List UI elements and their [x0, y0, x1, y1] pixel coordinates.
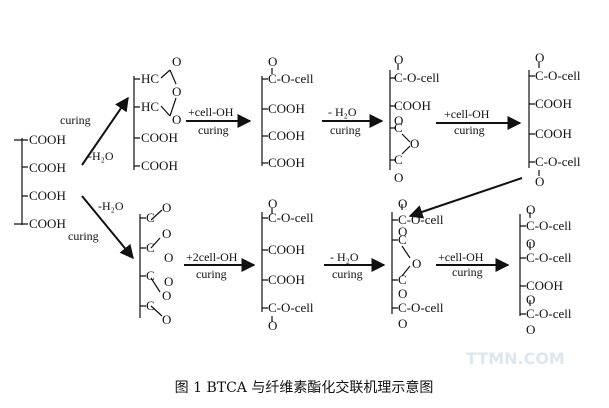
curing-label: curing: [68, 229, 99, 243]
minus-h2o-label: -H₂O: [88, 149, 114, 163]
curing-label: curing: [198, 123, 229, 137]
reaction-arrow: [408, 177, 523, 219]
cooh-group: COOH: [535, 126, 572, 141]
minus-h2o-label: - H₂O: [328, 105, 357, 119]
ester-group: C-O-cell: [535, 68, 581, 83]
carbonyl-carbon: C: [394, 152, 403, 167]
curing-label: curing: [330, 123, 361, 137]
carbonyl-carbon: C: [146, 268, 155, 283]
ester-group: C-O-cell: [535, 154, 581, 169]
carbonyl-oxygen: O: [535, 50, 544, 65]
cooh-group: COOH: [29, 216, 66, 231]
carbonyl-oxygen: O: [172, 112, 181, 127]
monoester-product: O C-O-cell COOH COOH COOH: [261, 54, 314, 170]
carbonyl-carbon: C: [146, 210, 155, 225]
triester-product: O C-O-cell O C-O-cell COOH O C-O-cell O: [519, 202, 572, 337]
carbonyl-carbon: C: [398, 232, 407, 247]
carbonyl-oxygen: O: [394, 170, 403, 185]
plus-2cell-oh-label: +2cell-OH: [186, 250, 238, 264]
carbonyl-oxygen: O: [398, 316, 407, 331]
diester-anhydride-intermediate: O C-O-cell C O O C O C-O-cell O: [391, 196, 444, 331]
carbonyl-oxygen: O: [268, 196, 277, 211]
dianhydride-intermediate: C O O C O C O O C O: [139, 200, 173, 327]
ring-oxygen: O: [412, 256, 421, 271]
carbonyl-oxygen: O: [394, 52, 403, 67]
ester-group: C-O-cell: [398, 212, 444, 227]
ester-group: C-O-cell: [398, 300, 444, 315]
cooh-group: COOH: [535, 96, 572, 111]
ester-group: C-O-cell: [268, 300, 314, 315]
carbonyl-oxygen: O: [394, 113, 403, 128]
carbonyl-carbon: C: [146, 240, 155, 255]
cooh-group: COOH: [268, 272, 305, 287]
ester-group: C-O-cell: [526, 218, 572, 233]
plus-cell-oh-label: +cell-OH: [438, 250, 484, 264]
carbonyl-carbon: C: [394, 120, 403, 135]
carbonyl-oxygen: O: [164, 274, 173, 289]
carbonyl-oxygen: O: [526, 292, 535, 307]
cooh-group: COOH: [394, 98, 431, 113]
curing-label: curing: [452, 265, 483, 279]
carbonyl-oxygen: O: [172, 54, 181, 69]
carbonyl-oxygen: O: [268, 318, 277, 333]
cooh-group: COOH: [268, 128, 305, 143]
diester-product-bottom: O C-O-cell COOH COOH C-O-cell O: [261, 196, 314, 333]
cooh-group: COOH: [29, 160, 66, 175]
ring-oxygen: O: [162, 226, 171, 241]
anhydride-intermediate: HC HC COOH COOH O O O: [133, 54, 181, 173]
ester-group: C-O-cell: [526, 306, 572, 321]
ring-oxygen: O: [162, 288, 171, 303]
carbonyl-oxygen: O: [526, 236, 535, 251]
carbonyl-oxygen: O: [398, 224, 407, 239]
curing-label: curing: [196, 267, 227, 281]
cooh-group: COOH: [526, 278, 563, 293]
carbonyl-oxygen: O: [526, 322, 535, 337]
carbonyl-oxygen: O: [535, 174, 544, 189]
btca-molecule: COOH COOH COOH COOH: [14, 132, 66, 231]
ring-oxygen: O: [172, 84, 181, 99]
cooh-group: COOH: [141, 130, 178, 145]
carbonyl-oxygen: O: [162, 200, 171, 215]
carbonyl-oxygen: O: [398, 196, 407, 211]
carbonyl-oxygen: O: [164, 250, 173, 265]
minus-h2o-label: - H₂O: [330, 250, 359, 264]
minus-h2o-label: -H₂O: [98, 199, 124, 213]
curing-label: curing: [332, 267, 363, 281]
reaction-arrow: [81, 195, 134, 260]
watermark: TTMN.COM: [466, 349, 565, 368]
carbonyl-carbon: C: [146, 298, 155, 313]
hc-group: HC: [141, 71, 159, 86]
cooh-group: COOH: [268, 155, 305, 170]
carbonyl-oxygen: O: [162, 312, 171, 327]
ester-group: C-O-cell: [268, 210, 314, 225]
cooh-group: COOH: [29, 132, 66, 147]
hc-group: HC: [141, 99, 159, 114]
carbonyl-carbon: C: [398, 272, 407, 287]
cooh-group: COOH: [141, 158, 178, 173]
carbonyl-oxygen: O: [526, 202, 535, 217]
cooh-group: COOH: [29, 188, 66, 203]
carbonyl-oxygen: O: [398, 286, 407, 301]
ester-group: C-O-cell: [526, 250, 572, 265]
cooh-group: COOH: [268, 242, 305, 257]
cooh-group: COOH: [268, 101, 305, 116]
reaction-arrow: [81, 96, 129, 166]
figure-caption: 图 1 BTCA 与纤维素酯化交联机理示意图: [175, 379, 434, 396]
plus-cell-oh-label: +cell-OH: [188, 105, 234, 119]
plus-cell-oh-label: +cell-OH: [444, 107, 490, 121]
curing-label: curing: [60, 113, 91, 127]
carbonyl-oxygen: O: [268, 54, 277, 69]
diester-product: O C-O-cell COOH COOH C-O-cell O: [528, 50, 581, 189]
monoester-anhydride-intermediate: O C-O-cell COOH O C O C O: [389, 52, 440, 185]
ester-group: C-O-cell: [268, 71, 314, 86]
ester-group: C-O-cell: [394, 70, 440, 85]
ring-oxygen: O: [410, 136, 419, 151]
curing-label: curing: [454, 123, 485, 137]
